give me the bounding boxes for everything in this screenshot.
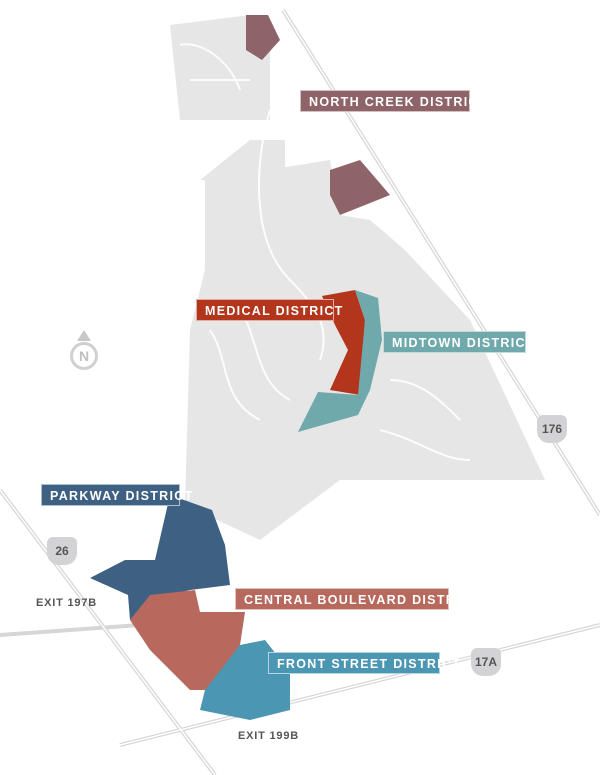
- central-boulevard-district-label[interactable]: CENTRAL BOULEVARD DISTRICT: [235, 588, 479, 610]
- interstate-26-shield: 26: [47, 537, 77, 565]
- highway-176-shield: 176: [537, 415, 567, 443]
- medical-district-label[interactable]: MEDICAL DISTRICT: [196, 299, 342, 321]
- exit-199b-label: EXIT 199B: [238, 730, 300, 742]
- exit-197b-label: EXIT 197B: [36, 597, 98, 609]
- front-street-district-area[interactable]: [200, 640, 290, 720]
- compass-label: N: [70, 342, 98, 370]
- parkway-district-label[interactable]: PARKWAY DISTRICT: [41, 484, 192, 506]
- front-street-district-label[interactable]: FRONT STREET DISTRICT: [268, 652, 460, 674]
- north-creek-district-label[interactable]: NORTH CREEK DISTRICT: [300, 90, 486, 112]
- road-exit-197b: [0, 623, 141, 637]
- compass: N: [68, 330, 100, 374]
- north-creek-district-area[interactable]: [246, 15, 390, 215]
- north-arrow-icon: [77, 330, 91, 341]
- highway-17a-shield: 17A: [471, 648, 501, 676]
- midtown-district-area[interactable]: [298, 290, 382, 432]
- central-boulevard-district-area[interactable]: [130, 590, 245, 690]
- midtown-district-label[interactable]: MIDTOWN DISTRICT: [383, 331, 533, 353]
- parkway-district-area[interactable]: [90, 495, 230, 620]
